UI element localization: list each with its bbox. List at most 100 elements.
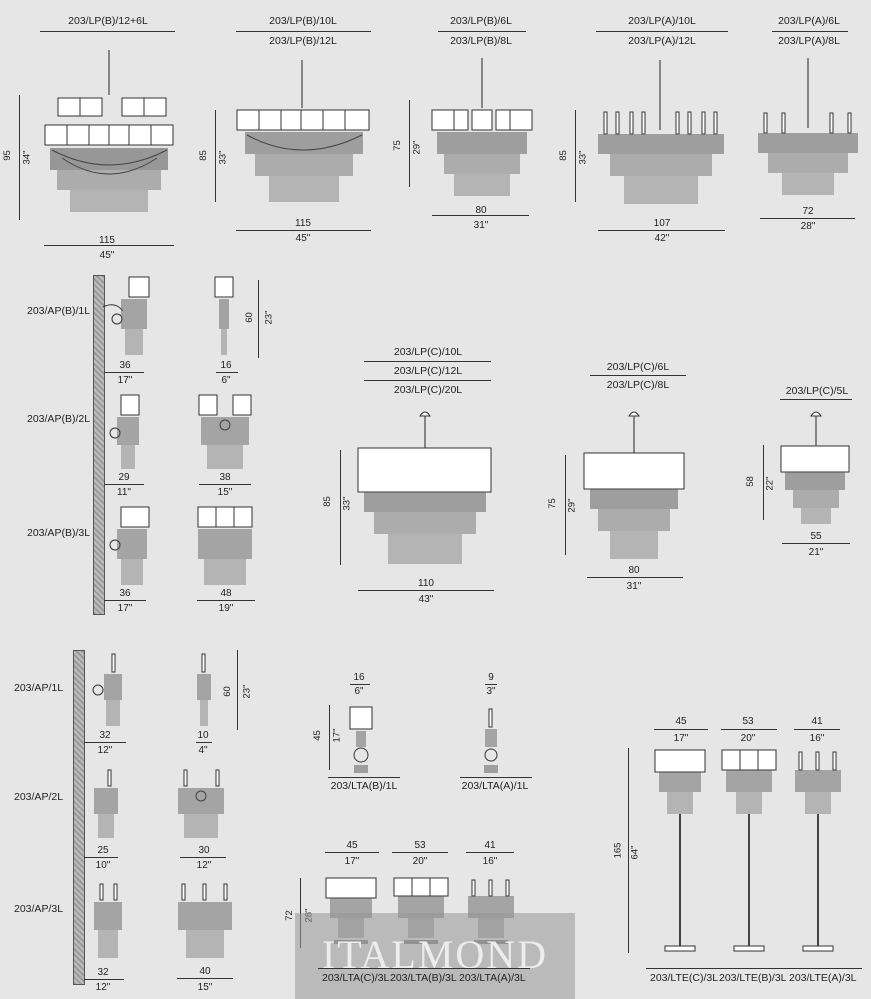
model-code: 203/LP(B)/8L [450, 35, 512, 47]
width-dimension-line [466, 852, 514, 853]
height-dimension-line [763, 445, 764, 520]
width-dimension-line [485, 684, 497, 685]
code-underline [438, 31, 526, 32]
wall-lamp-side-drawing [109, 394, 140, 469]
model-code: 203/LP(C)/10L [393, 346, 463, 358]
width-cm: 107 [653, 218, 671, 229]
model-code: 203/AP(B)/1L [27, 305, 91, 317]
width-dimension-line [84, 742, 126, 743]
code-underline [328, 777, 400, 778]
width-dimension-line [104, 484, 144, 485]
model-code: 203/AP/2L [14, 791, 64, 803]
model-code: 203/LP(A)/6L [778, 15, 840, 27]
width-in: 17" [344, 856, 360, 867]
height-cm: 85 [197, 150, 209, 161]
height-dimension-line [215, 110, 216, 202]
height-in: 64" [629, 845, 641, 860]
height-in: 29" [566, 498, 578, 513]
model-code: 203/AP(B)/3L [27, 527, 91, 539]
code-underline [646, 968, 862, 969]
model-code: 203/LTA(B)/3L [390, 972, 457, 984]
front-width-cm: 16 [220, 360, 232, 371]
code-underline [318, 968, 530, 969]
width-dimension-line [84, 857, 118, 858]
model-code: 203/AP/1L [14, 682, 64, 694]
side-width-cm: 32 [97, 967, 109, 978]
height-in: 33" [341, 496, 353, 511]
chandelier-lp-c-5l-drawing [780, 411, 850, 524]
width-cm: 45 [675, 716, 687, 727]
height-cm: 60 [243, 312, 255, 323]
wall-lamp-front-drawing [198, 394, 252, 469]
side-width-in: 12" [97, 745, 113, 756]
width-cm: 55 [810, 531, 822, 542]
wall-section [73, 650, 85, 985]
floor-lamp-lte-b-3l-drawing [721, 749, 777, 952]
width-dimension-line [104, 600, 146, 601]
front-width-in: 6" [221, 375, 231, 386]
width-in: 17" [673, 733, 689, 744]
code-underline [460, 777, 532, 778]
floor-lamp-lte-c-3l-drawing [654, 749, 706, 952]
wall-lamp-front-drawing [197, 506, 253, 585]
chandelier-lp-b-6l-drawing [431, 58, 533, 196]
chandelier-lp-c-10l-drawing [357, 411, 492, 564]
width-cm: 80 [475, 205, 487, 216]
width-cm: 80 [628, 565, 640, 576]
width-cm: 53 [414, 840, 426, 851]
chandelier-lp-b-12-6l-drawing [44, 50, 174, 212]
width-in: 20" [740, 733, 756, 744]
width-dimension-line [197, 600, 255, 601]
model-code: 203/LP(C)/12L [393, 365, 463, 377]
height-dimension-line [340, 450, 341, 565]
width-dimension-line [598, 230, 725, 231]
code-underline [364, 361, 491, 362]
width-dimension-line [177, 978, 233, 979]
model-code: 203/LTA(A)/3L [459, 972, 526, 984]
wall-lamp-front-drawing [214, 276, 234, 355]
model-code: 203/LP(B)/12L [269, 35, 337, 47]
width-cm: 41 [811, 716, 823, 727]
width-dimension-line [654, 729, 708, 730]
width-cm: 16 [353, 672, 365, 683]
width-dimension-line [350, 684, 370, 685]
height-cm: 165 [612, 842, 624, 859]
side-width-cm: 32 [99, 730, 111, 741]
width-in: 6" [354, 686, 364, 697]
front-width-in: 15" [217, 487, 233, 498]
width-in: 43" [418, 594, 434, 605]
table-lamp-lta-a-1l-drawing [484, 708, 498, 773]
side-width-in: 11" [117, 487, 131, 498]
height-cm: 75 [391, 140, 403, 151]
model-code: 203/LP(C)/5L [785, 385, 849, 397]
width-cm: 53 [742, 716, 754, 727]
width-cm: 41 [484, 840, 496, 851]
height-in: 23" [263, 310, 275, 325]
width-dimension-line [44, 245, 174, 246]
model-code: 203/LTE(B)/3L [719, 972, 787, 984]
model-code: 203/LTA(A)/1L [461, 780, 529, 792]
height-cm: 60 [221, 686, 233, 697]
height-in: 33" [217, 150, 229, 165]
model-code: 203/LTE(A)/3L [789, 972, 857, 984]
front-width-in: 15" [197, 982, 213, 993]
width-dimension-line [760, 218, 855, 219]
width-in: 42" [654, 233, 670, 244]
chandelier-lp-b-10l-drawing [236, 60, 370, 202]
model-code: 203/AP(B)/2L [27, 413, 91, 425]
wall-lamp-front-drawing [197, 653, 211, 726]
height-dimension-line [258, 280, 259, 358]
code-underline [40, 31, 175, 32]
side-width-cm: 36 [119, 588, 131, 599]
width-in: 31" [626, 581, 642, 592]
width-dimension-line [84, 979, 124, 980]
width-in: 31" [473, 220, 489, 231]
width-in: 16" [809, 733, 825, 744]
width-in: 3" [486, 686, 496, 697]
width-in: 45" [295, 233, 311, 244]
model-code: 203/LP(B)/10L [269, 15, 337, 27]
width-in: 21" [808, 547, 824, 558]
height-cm: 72 [283, 910, 295, 921]
side-width-cm: 29 [118, 472, 130, 483]
height-in: 34" [21, 150, 33, 165]
